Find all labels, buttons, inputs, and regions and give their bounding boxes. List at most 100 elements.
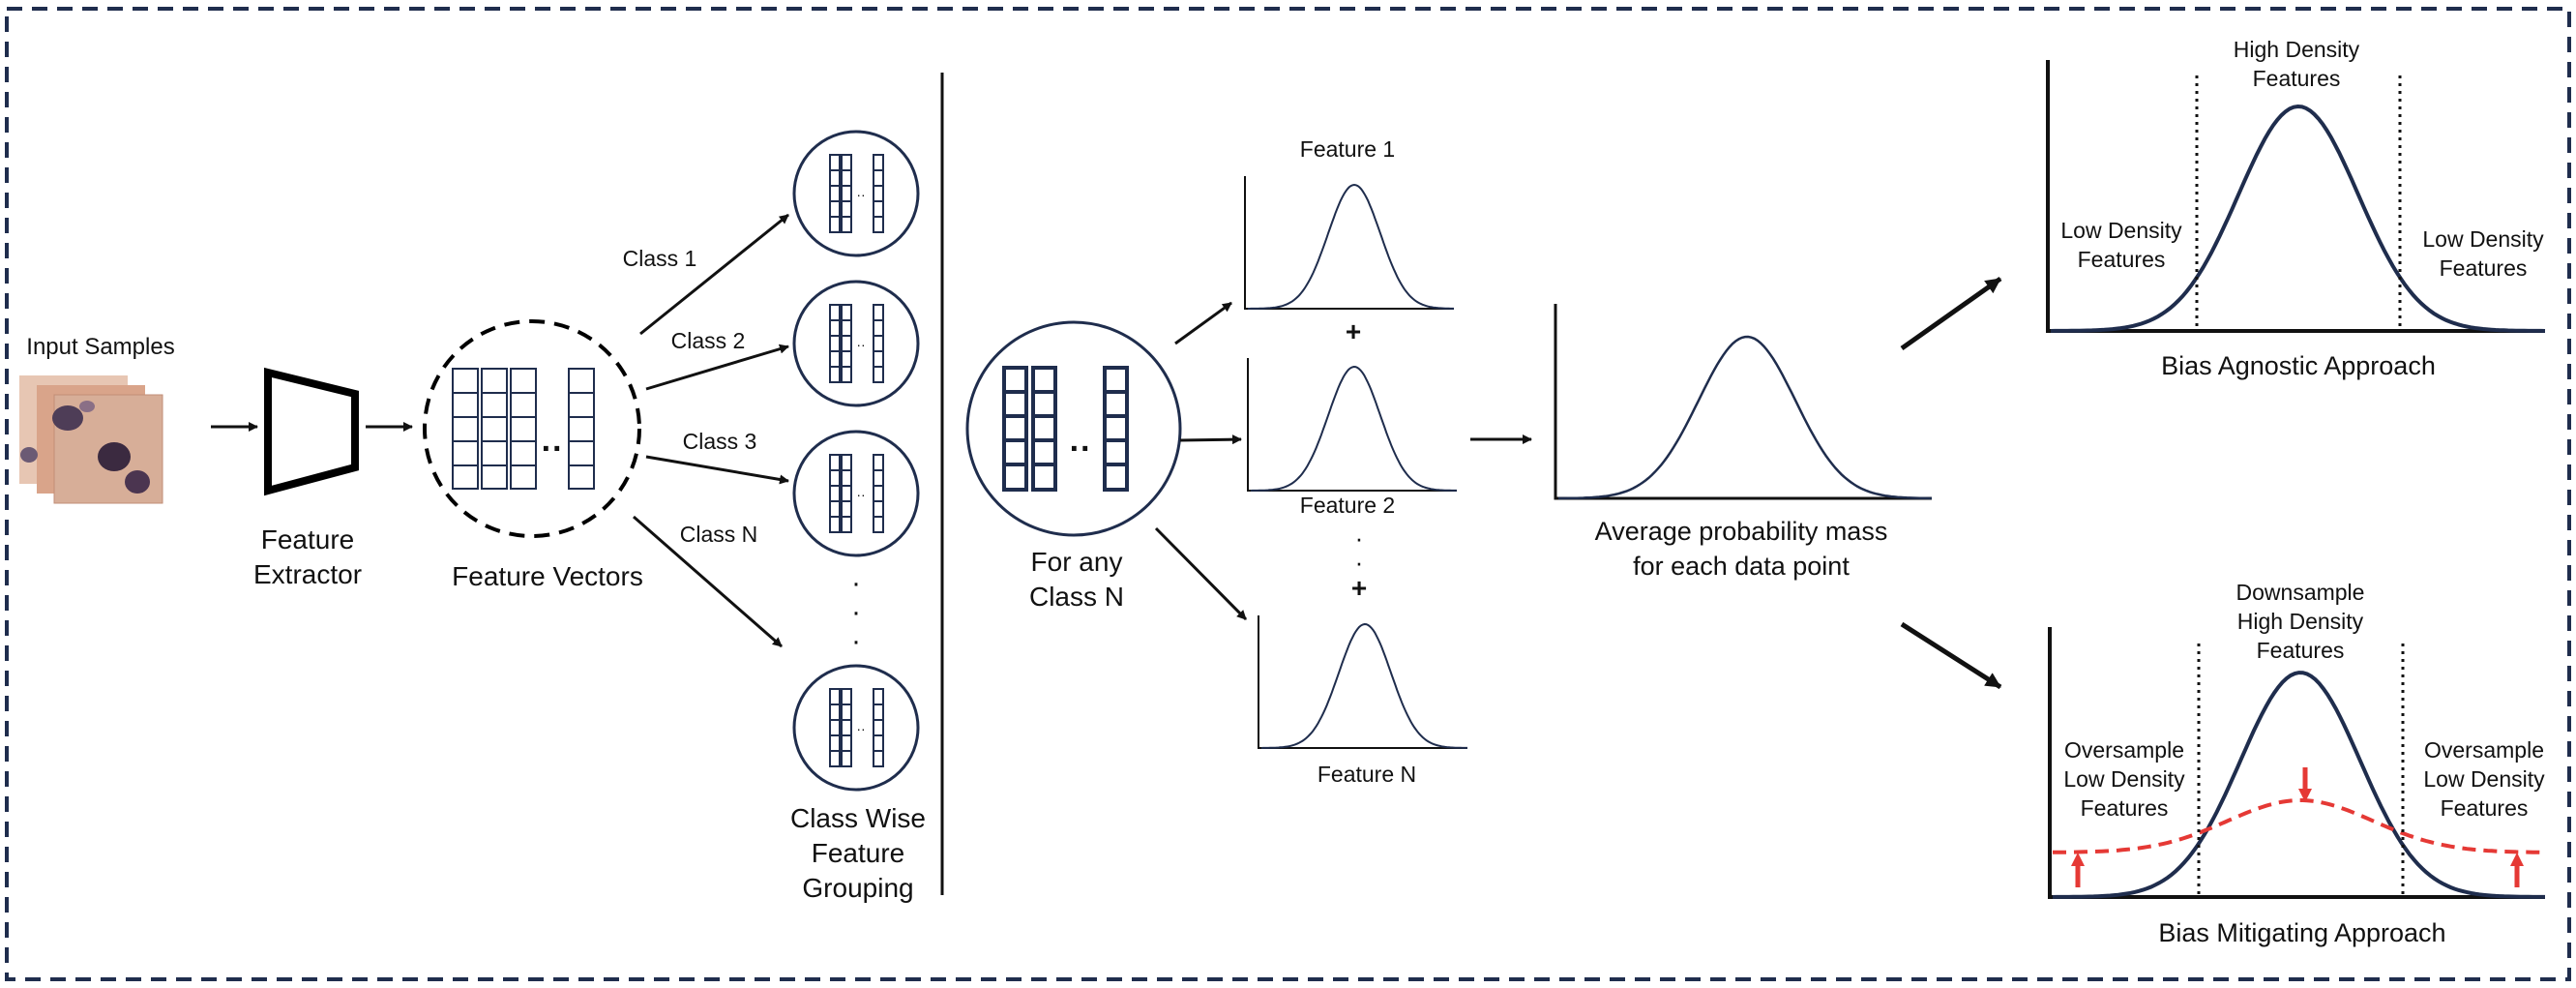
group-dots: ·· bbox=[856, 487, 865, 502]
class-group-circle bbox=[792, 280, 920, 407]
plus-1: + bbox=[1346, 316, 1361, 346]
feature-n-label: Feature N bbox=[1318, 762, 1416, 787]
class-wise-label-1: Class Wise bbox=[790, 803, 926, 833]
vertical-dot-2: · bbox=[851, 596, 861, 628]
feature-vectors-label: Feature Vectors bbox=[452, 561, 643, 591]
plot-axes bbox=[1244, 176, 1454, 310]
feature-vectors-circle bbox=[423, 319, 641, 538]
average-curve bbox=[1558, 335, 1932, 500]
vector-column bbox=[841, 154, 852, 233]
class-group-1: ·· bbox=[792, 130, 920, 257]
vector-column bbox=[873, 688, 884, 767]
vector-column bbox=[829, 454, 841, 533]
vector-column bbox=[829, 154, 841, 233]
bias-mitigating-plot bbox=[2048, 627, 2545, 899]
class-wise-label-3: Grouping bbox=[802, 873, 913, 903]
feature-dot-1: · bbox=[1355, 524, 1364, 553]
input-samples-label: Input Samples bbox=[26, 334, 174, 360]
class-3-label: Class 3 bbox=[683, 429, 757, 454]
vector-column bbox=[873, 454, 884, 533]
class-2-label: Class 2 bbox=[671, 328, 746, 353]
low-density-left-label-1: Low Density bbox=[2060, 218, 2182, 243]
vector-column bbox=[829, 688, 841, 767]
feature-vectors-dots: ·· bbox=[542, 431, 564, 467]
feature-1-curve bbox=[1248, 183, 1454, 310]
arrow-class-1 bbox=[639, 213, 789, 336]
downsample-label-3: Features bbox=[2257, 638, 2345, 663]
oversample-right-label-2: Low Density bbox=[2423, 766, 2545, 792]
class-group-2: ·· bbox=[792, 280, 920, 407]
feature-extractor-label-2: Extractor bbox=[253, 559, 362, 589]
oversample-right-label-1: Oversample bbox=[2424, 737, 2544, 763]
class-group-circle bbox=[792, 664, 920, 792]
arrow-to-feature-1 bbox=[1174, 301, 1232, 345]
class-wise-label-2: Feature bbox=[812, 838, 905, 868]
class-group-circle bbox=[792, 430, 920, 557]
avg-mass-label-1: Average probability mass bbox=[1595, 517, 1888, 546]
arrow-to-mitigating bbox=[1900, 621, 2002, 690]
bias-mitigating-curve bbox=[2052, 671, 2545, 899]
for-any-label-2: Class N bbox=[1029, 582, 1124, 612]
vertical-dot-3: · bbox=[851, 625, 861, 657]
arrow-class-2 bbox=[645, 344, 789, 391]
class-1-label: Class 1 bbox=[623, 246, 697, 271]
bias-mitigating-title: Bias Mitigating Approach bbox=[2158, 918, 2445, 947]
feature-2-curve bbox=[1250, 365, 1457, 492]
vector-column bbox=[841, 688, 852, 767]
group-dots: ·· bbox=[856, 721, 865, 736]
average-plot bbox=[1554, 304, 1932, 500]
oversample-right-label-3: Features bbox=[2441, 795, 2529, 821]
plot-axes bbox=[1554, 304, 1932, 500]
plot-axes bbox=[2046, 60, 2545, 333]
arrow-to-feature-2 bbox=[1179, 434, 1242, 445]
bias-mitigating-dividers bbox=[2197, 644, 2405, 895]
outer-dashed-frame bbox=[5, 7, 2571, 981]
class-n-label: Class N bbox=[680, 522, 758, 547]
low-density-right-label-2: Features bbox=[2440, 255, 2528, 281]
class-group-3: ·· bbox=[792, 430, 920, 557]
plot-axes bbox=[1258, 615, 1467, 749]
any-class-circle bbox=[965, 320, 1182, 537]
feature-plots bbox=[1244, 60, 2546, 899]
bias-agnostic-title: Bias Agnostic Approach bbox=[2161, 351, 2436, 380]
oversample-left-label-3: Features bbox=[2081, 795, 2169, 821]
vector-column bbox=[873, 304, 884, 383]
rebalanced-distribution-curve bbox=[2053, 798, 2545, 854]
group-dots: ·· bbox=[856, 187, 865, 202]
class-wise-groups: ········ bbox=[792, 130, 920, 792]
plot-axes bbox=[1247, 358, 1457, 492]
bias-agnostic-plot bbox=[2046, 60, 2546, 333]
class-group-circle bbox=[792, 130, 920, 257]
arrow-to-agnostic bbox=[1900, 276, 2002, 351]
feature-2-plot bbox=[1247, 358, 1457, 492]
arrow-to-feature-n bbox=[1154, 526, 1248, 621]
feature-extractor-label-1: Feature bbox=[261, 524, 355, 554]
vector-column bbox=[841, 304, 852, 383]
feature-dot-2: · bbox=[1355, 548, 1364, 577]
high-density-label-1: High Density bbox=[2234, 37, 2360, 62]
feature-1-label: Feature 1 bbox=[1300, 136, 1395, 162]
downsample-label-2: High Density bbox=[2237, 609, 2364, 634]
input-sample-images bbox=[19, 375, 163, 504]
vector-column bbox=[829, 304, 841, 383]
downsample-label-1: Downsample bbox=[2236, 580, 2365, 605]
avg-mass-label-2: for each data point bbox=[1633, 552, 1850, 581]
plot-axes bbox=[2048, 627, 2545, 899]
feature-extractor-icon bbox=[264, 367, 359, 496]
oversample-left-label-2: Low Density bbox=[2063, 766, 2185, 792]
plus-2: + bbox=[1351, 573, 1367, 603]
any-class-grid bbox=[1002, 366, 1129, 492]
feature-vectors-grid bbox=[452, 368, 595, 490]
for-any-label-1: For any bbox=[1031, 547, 1123, 577]
vector-column bbox=[873, 154, 884, 233]
feature-n-curve bbox=[1260, 622, 1467, 749]
bias-agnostic-curve bbox=[2050, 104, 2546, 333]
any-class-dots: ·· bbox=[1070, 431, 1092, 467]
oversample-left-label-1: Oversample bbox=[2064, 737, 2184, 763]
feature-2-label: Feature 2 bbox=[1300, 493, 1395, 518]
vector-column bbox=[841, 454, 852, 533]
bias-agnostic-dividers bbox=[2195, 75, 2402, 331]
feature-1-plot bbox=[1244, 176, 1454, 310]
high-density-label-2: Features bbox=[2253, 66, 2341, 91]
